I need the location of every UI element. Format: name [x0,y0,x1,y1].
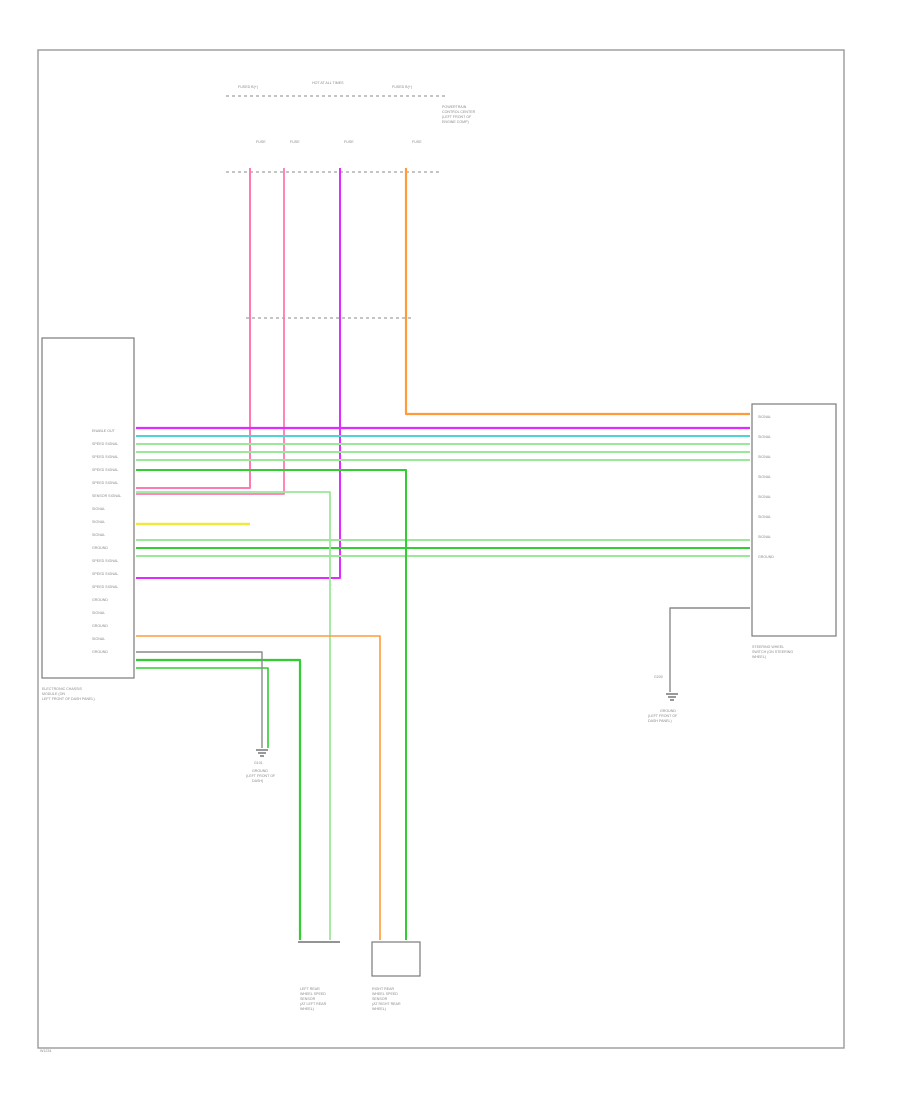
ecu-pin-label: SPEED SIGNAL [92,585,118,589]
wire-pink-feed [136,168,251,489]
ecu-name-2: MODULE (ON [42,692,65,696]
ecu-name-3: LEFT FRONT OF DASH PANEL) [42,697,95,701]
diagram-frame [37,49,845,1049]
ground-note-1-c: DASH) [252,779,263,783]
ecu-pin-label: SPEED SIGNAL [92,455,118,459]
ground-right: G200 GROUND (LEFT FRONT OF DASH PANEL) [648,675,678,723]
right-module-pin-label: SIGNAL [758,495,771,499]
right-module-pin-label: SIGNAL [758,535,771,539]
diagram-code: W1234 [40,1049,51,1053]
lr-sensor-name-2: WHEEL SPEED [300,992,326,996]
ecu-pin-label: SPEED SIGNAL [92,481,118,485]
ecu-pin-label: SIGNAL [92,507,105,511]
ecu-box [41,337,135,679]
right-module-pin-label: SIGNAL [758,455,771,459]
ecu-name-1: ELECTRONIC CHASSIS [42,687,83,691]
ecu-pin-label: SIGNAL [92,637,105,641]
right-module-name-3: WHEEL) [752,655,766,659]
ecu-pin-label: GROUND [92,650,108,654]
pdc-title-4: ENGINE COMP) [442,120,469,124]
ecu-pin-label: GROUND [92,624,108,628]
pdc-bus-label-2: HOT AT ALL TIMES [312,81,344,85]
wire-pink-feed-2 [136,168,285,495]
lr-sensor-name-3: SENSOR [300,997,316,1001]
electronic-chassis-module: ELECTRONIC CHASSIS MODULE (ON LEFT FRONT… [41,337,135,701]
wire-orange-feed [404,168,750,416]
left-rear-wheel-speed-sensor: LEFT REAR WHEEL SPEED SENSOR (AT LEFT RE… [298,941,340,1011]
right-module-pin-label: SIGNAL [758,475,771,479]
wire-magenta-feed [136,168,341,579]
ground-left: G101 GROUND (LEFT FRONT OF DASH) [246,749,276,783]
pdc-title-1: POWERTRAIN [442,105,467,109]
ground-note-2-a: GROUND [660,709,676,713]
right-module-name-2: SWITCH (ON STEERING [752,650,793,654]
fuse-label-2: FUSE [290,140,300,144]
ecu-pin-label: SPEED SIGNAL [92,559,118,563]
pdc-title-2: CONTROL CENTER [442,110,476,114]
ground-note-2-b: (LEFT FRONT OF [648,714,678,718]
fuse-label-3: FUSE [344,140,354,144]
ecu-pin-label: GROUND [92,546,108,550]
right-module-pin-label: GROUND [758,555,774,559]
lr-sensor-name-1: LEFT REAR [300,987,320,991]
right-module-pin-labels: SIGNAL SIGNAL SIGNAL SIGNAL SIGNAL SIGNAL SIGN… [758,415,774,559]
ecu-pin-label: SIGNAL [92,611,105,615]
lr-sensor-name-5: WHEEL) [300,1007,314,1011]
rr-sensor-name-1: RIGHT REAR [372,987,395,991]
ecu-pin-label: SPEED SIGNAL [92,468,118,472]
ecu-pin-label: GROUND [92,598,108,602]
lr-sensor-name-4: (AT LEFT REAR [300,1002,327,1006]
ecu-pin-label: SPEED SIGNAL [92,442,118,446]
ground-label-2: G200 [654,675,663,679]
ground-label-1: G101 [254,761,263,765]
ground-note-1-b: (LEFT FRONT OF [246,774,276,778]
wire-green-lr-2 [136,667,269,748]
ecu-pin-labels: ENABLE OUT SPEED SIGNAL SPEED SIGNAL SPEED … [92,429,121,654]
steering-wheel-switch-module: STEERING WHEEL SWITCH (ON STEERING WHEEL… [751,403,837,659]
right-module-box [751,403,837,637]
ecu-pin-label: ENABLE OUT [92,429,116,433]
right-module-pin-label: SIGNAL [758,415,771,419]
wire-lightgreen-lr [136,491,331,940]
wire-harness [136,168,750,940]
power-distribution-center: FUSED B(+) HOT AT ALL TIMES FUSED B(+) P… [226,81,476,319]
ecu-pin-label: SPEED SIGNAL [92,572,118,576]
pdc-bus-label-1: FUSED B(+) [238,85,258,89]
rr-sensor-name-3: SENSOR [372,997,388,1001]
ecu-pin-label: SENSOR SIGNAL [92,494,121,498]
ground-note-2-c: DASH PANEL) [648,719,672,723]
rr-sensor-name-2: WHEEL SPEED [372,992,398,996]
ground-note-1-a: GROUND [252,769,268,773]
right-rear-wheel-speed-sensor: RIGHT REAR WHEEL SPEED SENSOR (AT RIGHT … [371,941,421,1011]
rr-sensor-name-4: (AT RIGHT REAR [372,1002,401,1006]
rr-sensor-name-5: WHEEL) [372,1007,386,1011]
wire-green-lr-1 [136,658,302,940]
fuse-label-4: FUSE [412,140,422,144]
fuse-label-1: FUSE [256,140,266,144]
ecu-pin-label: SIGNAL [92,533,105,537]
right-module-name-1: STEERING WHEEL [752,645,784,649]
wire-gray-gnd-left [136,651,263,748]
wire-orange-rr [136,635,381,940]
right-module-pin-label: SIGNAL [758,435,771,439]
ecu-pin-label: SIGNAL [92,520,105,524]
wire-gray-gnd-right [669,607,750,692]
pdc-bus-label-3: FUSED B(+) [392,85,412,89]
pdc-title-3: (LEFT FRONT OF [442,115,472,119]
wire-green-rr [136,469,407,940]
right-module-pin-label: SIGNAL [758,515,771,519]
